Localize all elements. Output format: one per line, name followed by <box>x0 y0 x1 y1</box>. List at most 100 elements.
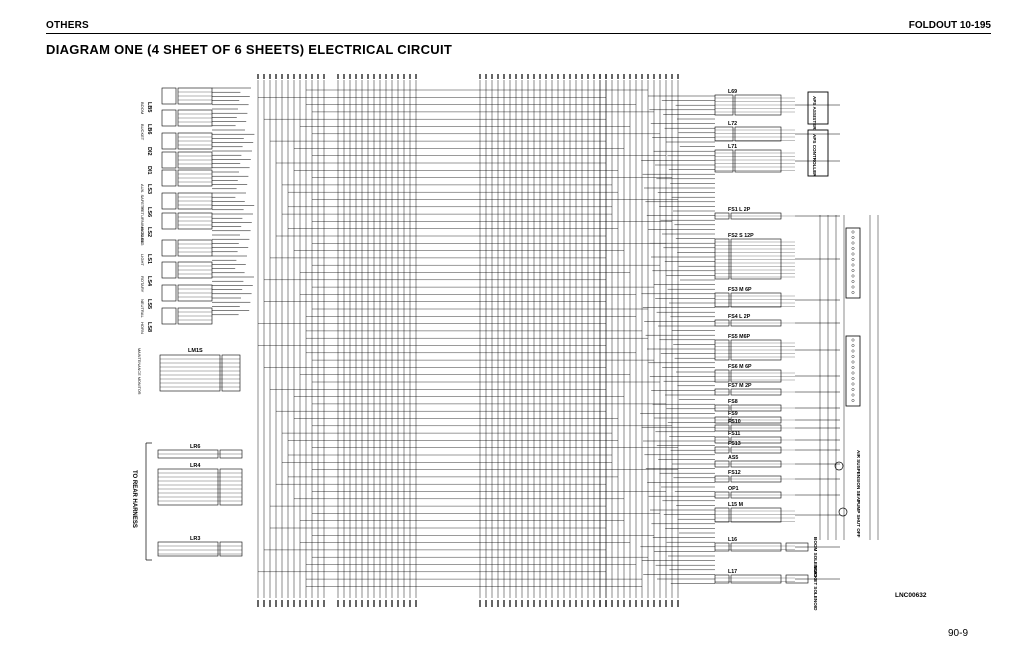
connector-body <box>714 542 730 552</box>
connector-id: FS7 M 2P <box>728 383 752 389</box>
header-rule <box>46 33 991 34</box>
connector-lr4: LR4 <box>157 463 243 506</box>
pin <box>851 366 855 369</box>
connector-id: LB5 <box>146 102 152 112</box>
connector-id: DI1 <box>146 166 152 175</box>
connector-id: OP1 <box>728 486 739 492</box>
connector-fs12: FS12 <box>714 470 840 483</box>
connector-id: L15 M <box>728 502 744 508</box>
connector-id: FS9 <box>728 411 738 417</box>
connector-fs7-m-2p: FS7 M 2P <box>714 383 840 396</box>
connector-body <box>161 284 177 302</box>
connector-desc: RETURNING TO DIG <box>140 207 145 246</box>
connector-id: L16 <box>728 537 737 543</box>
connector-id: FS13 <box>728 441 741 447</box>
connector-desc: AUX. SAFETY <box>140 184 145 210</box>
pin <box>851 338 855 342</box>
pin-table <box>734 149 782 173</box>
connector-id: LB6 <box>146 124 152 134</box>
pin <box>851 399 855 402</box>
connector-l15-m: L15 M <box>714 502 840 523</box>
connector-body <box>157 468 219 506</box>
pin <box>851 241 855 245</box>
connector-body <box>714 507 730 523</box>
foldout-label: FOLDOUT 10-195 <box>908 20 991 31</box>
connector-body <box>161 192 177 210</box>
connector-l72: L72 <box>714 121 840 142</box>
connector-id: LS6 <box>146 207 152 217</box>
pin <box>851 274 855 278</box>
connector-body <box>161 151 177 169</box>
pin <box>851 291 855 294</box>
lm1s-desc: MAINTENANCE MONITOR <box>137 348 141 395</box>
pin-table <box>730 507 782 523</box>
reference-code: LNC00632 <box>895 592 927 599</box>
connector-body <box>157 541 219 557</box>
connector-fs1-l-2p: FS1 L 2P <box>714 207 840 220</box>
connector-lr6: LR6 <box>157 444 243 459</box>
pin <box>851 247 855 250</box>
connector-id: FS10 <box>728 419 741 425</box>
connector-fs9: FS9 <box>714 411 840 424</box>
connector-fs4-l-2p: FS4 L 2P <box>714 314 840 327</box>
connector-id: LR6 <box>190 444 200 450</box>
connector-id: FS4 L 2P <box>728 314 751 320</box>
connector-id: FS12 <box>728 470 741 476</box>
pin <box>851 349 855 353</box>
connector-desc: HORN <box>140 322 145 334</box>
connector-id: FS2 S 12P <box>728 233 754 239</box>
seat-motor-symbol <box>834 461 844 471</box>
aps-assister-block <box>807 91 829 125</box>
connector-id: L71 <box>728 144 737 150</box>
multipin-connector-upper <box>845 227 861 299</box>
connector-id: L69 <box>728 89 737 95</box>
connector-id: LS5 <box>146 299 152 309</box>
aps-controller-block <box>807 129 829 177</box>
connector-id: AS5 <box>728 455 738 461</box>
connector-body <box>161 307 177 325</box>
connector-id: LS4 <box>146 276 152 287</box>
connector-id: LS3 <box>146 184 152 194</box>
connector-fs2-s-12p: FS2 S 12P <box>714 233 840 280</box>
pin <box>851 360 855 364</box>
connector-body <box>161 109 177 127</box>
connector-body <box>161 169 177 187</box>
pin-table <box>730 292 782 308</box>
connector-id: FS1 L 2P <box>728 207 751 213</box>
connector-id: FS5 M6P <box>728 334 751 340</box>
connector-l69: L69 <box>714 89 840 116</box>
pin <box>851 393 855 397</box>
connector-body <box>714 574 730 584</box>
connector-body <box>161 239 177 257</box>
pin-table <box>730 574 782 584</box>
boom-solenoid-symbol <box>785 542 809 552</box>
pin <box>851 252 855 256</box>
pin-table <box>219 541 243 557</box>
pin-table <box>734 126 782 142</box>
page-number: 90-9 <box>947 628 968 639</box>
connector-body <box>714 149 734 173</box>
connector-body <box>714 292 730 308</box>
rear-harness-label: TO REAR HARNESS <box>131 470 137 528</box>
connector-fs8: FS8 <box>714 399 840 412</box>
connector-desc: ROTARY <box>140 276 145 293</box>
connector-desc: NEUTRAL <box>140 299 145 318</box>
connector-id: FS8 <box>728 399 738 405</box>
section-label: OTHERS <box>46 20 89 31</box>
pin <box>851 263 855 267</box>
pin <box>851 388 855 391</box>
side-label-pump-shut-off: PUMP SHUT OFF <box>856 500 861 538</box>
connector-di2: DI2 <box>146 132 213 156</box>
connector-l71: L71 <box>714 144 840 173</box>
pin <box>851 258 855 261</box>
lm1s-body <box>159 354 221 392</box>
bucket-solenoid-symbol <box>785 574 809 584</box>
connector-id: L17 <box>728 569 737 575</box>
connector-body <box>714 126 734 142</box>
